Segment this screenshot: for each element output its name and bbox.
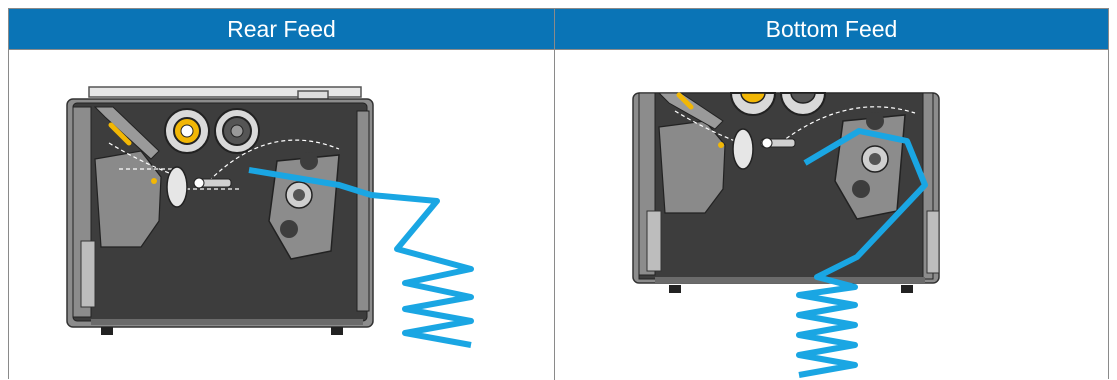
bottom-media-path xyxy=(796,128,928,378)
bottom-feed-header: Bottom Feed xyxy=(555,9,1108,50)
rear-feed-header: Rear Feed xyxy=(9,9,554,50)
bottom-feed-cell xyxy=(555,51,1108,380)
column-divider xyxy=(554,9,555,380)
rear-media-path xyxy=(248,167,474,348)
rear-feed-printer-figure xyxy=(66,86,474,348)
bottom-feed-printer-figure xyxy=(632,92,940,378)
rear-feed-cell xyxy=(9,51,554,380)
feed-options-table: Rear Feed Bottom Feed xyxy=(8,8,1109,380)
